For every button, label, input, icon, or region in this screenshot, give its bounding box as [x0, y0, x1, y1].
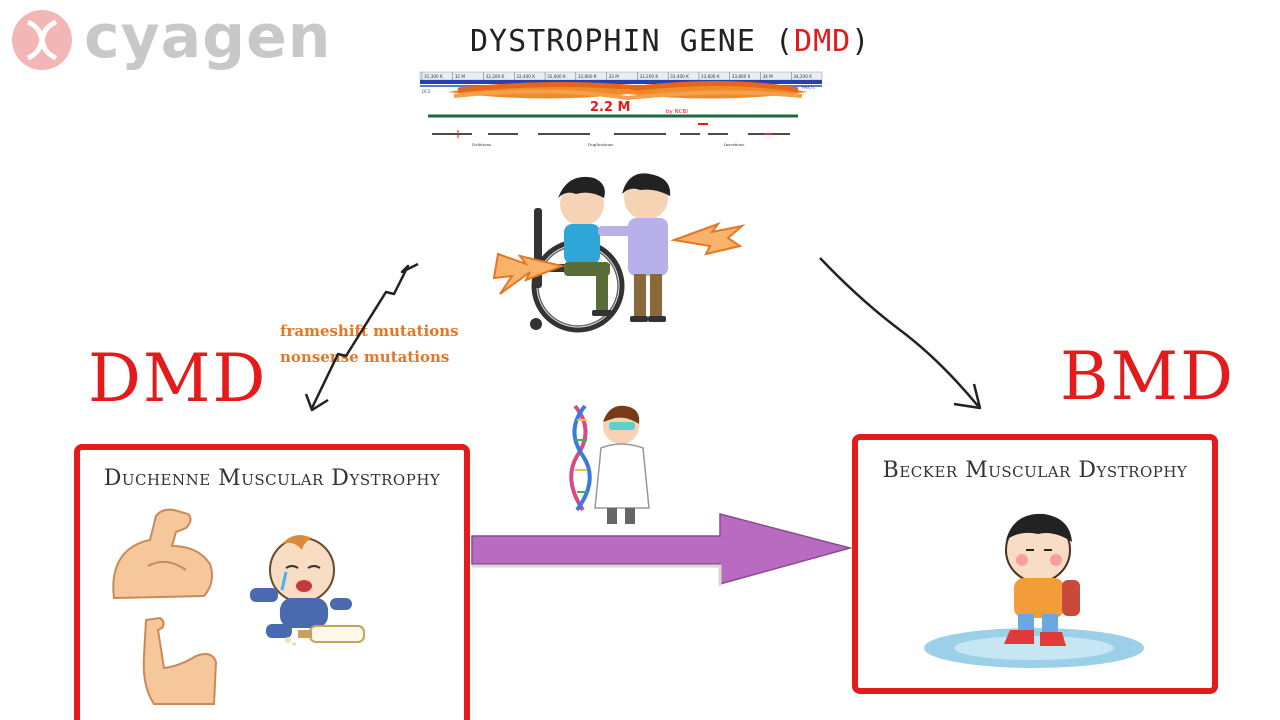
genome-tick-label: 33,200 K [639, 74, 658, 79]
arrow-to-bmd-head [953, 383, 982, 410]
bmd-box: Becker Muscular Dystrophy [852, 434, 1218, 694]
genome-tick-label: 33,800 K [732, 74, 751, 79]
genome-sublabel-deletions: Deletions [472, 142, 491, 147]
arrow-to-bmd [819, 257, 979, 407]
genome-size-label: 2.2 M [590, 100, 631, 115]
crying-baby-icon [250, 535, 352, 638]
walking-boy-puddle-icon [924, 513, 1144, 668]
dmd-box: Duchenne Muscular Dystrophy [74, 444, 470, 720]
dmd-box-title: Duchenne Muscular Dystrophy [103, 466, 441, 491]
genome-tick-label: 31,300 K [424, 74, 443, 79]
genome-sublabel-insertions: Insertions [724, 142, 744, 147]
mutation-label-nonsense: nonsense mutations [280, 348, 450, 366]
genome-tick-label: 32,200 K [486, 74, 505, 79]
genome-right-tag: PHK7s [802, 85, 815, 90]
genome-tick-label: 33 M [609, 74, 620, 79]
genome-tick-label: 33,400 K [670, 74, 689, 79]
gene-title: DYSTROPHIN GENE (DMD) [470, 24, 869, 59]
genome-source-label: by NCBI [666, 109, 688, 115]
genome-tick-label: 32,800 K [578, 74, 597, 79]
genome-tick-label: 34 M [762, 74, 773, 79]
bmd-box-title: Becker Muscular Dystrophy [882, 458, 1188, 483]
gene-title-prefix: DYSTROPHIN GENE ( [470, 24, 795, 59]
wheelchair-people-illustration [492, 173, 746, 333]
dmd-label: DMD [88, 340, 268, 417]
gene-title-highlight: DMD [794, 24, 852, 59]
genome-browser-strip: 31,300 K 32 M 32,200 K 32,400 K 32,600 K 32,8… [418, 70, 824, 148]
cyagen-logo: cyagen [4, 2, 331, 74]
strong-arm-icon [112, 508, 213, 600]
genome-tick-label: 34,200 K [793, 74, 812, 79]
genome-tick-label: 32 M [455, 74, 466, 79]
cyagen-logo-text: cyagen [84, 2, 332, 72]
zigzag-arrowhead [304, 393, 329, 412]
cyagen-logo-mark-icon [12, 10, 72, 70]
weak-arm-icon [142, 616, 218, 705]
genome-tick-label: 33,600 K [701, 74, 720, 79]
scientist-dna-illustration [569, 404, 650, 524]
gene-title-suffix: ) [851, 24, 871, 59]
genome-sublabel-duplications: Duplications [588, 142, 613, 147]
genome-tick-label: 32,400 K [516, 74, 535, 79]
milk-bottle-icon [285, 625, 365, 646]
genome-tick-label: 32,600 K [547, 74, 566, 79]
mutation-label-frameshift: frameshift mutations [280, 322, 459, 340]
genome-left-tag: DCS [422, 89, 431, 94]
bmd-label: BMD [1060, 338, 1235, 415]
